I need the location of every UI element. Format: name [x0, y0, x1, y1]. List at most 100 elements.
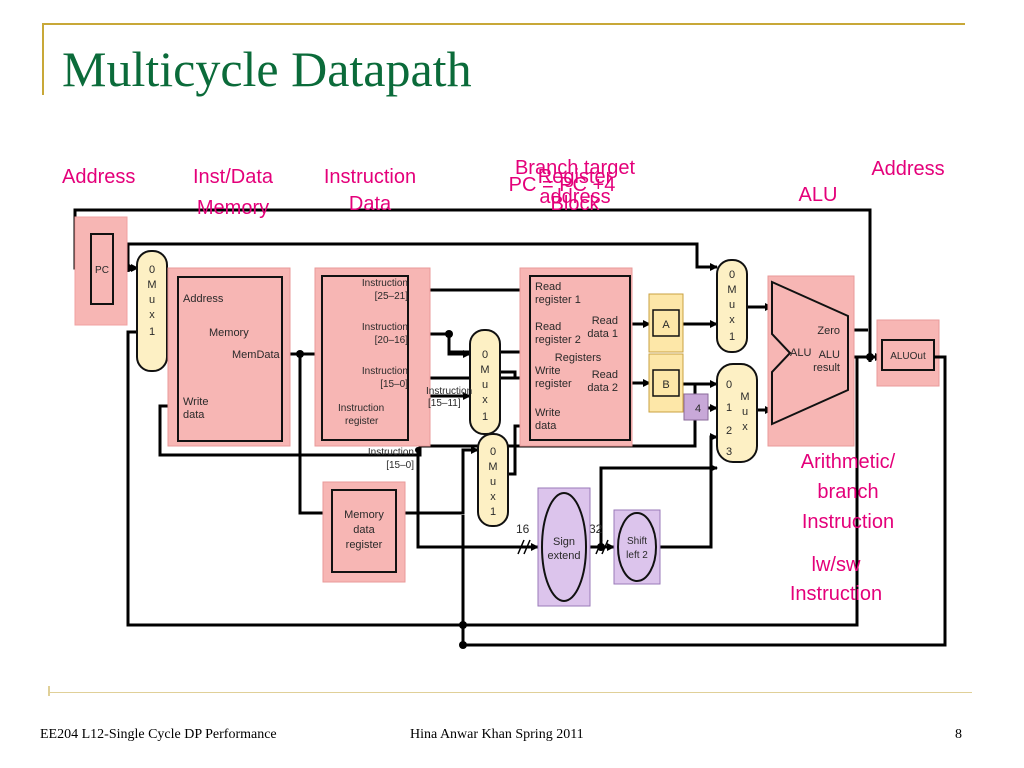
svg-text:branch: branch — [817, 481, 878, 503]
annotation-branch-target: Branch target — [515, 157, 636, 179]
aluout-register: ALUOut — [876, 319, 940, 387]
svg-text:Read: Read — [592, 369, 618, 381]
svg-text:[20–16]: [20–16] — [375, 335, 409, 346]
annotation-pc-plus-4: PC = PC +4 — [509, 174, 616, 196]
pc-label: PC — [95, 265, 109, 276]
svg-text:Write: Write — [535, 407, 560, 419]
mux-memtoreg: 0 M u x 1 — [477, 433, 509, 527]
alu-zero-label: Zero — [817, 325, 840, 337]
svg-text:0: 0 — [490, 446, 496, 458]
svg-text:Instruction: Instruction — [362, 278, 408, 289]
svg-text:[15–0]: [15–0] — [380, 379, 408, 390]
svg-text:3: 3 — [726, 446, 732, 458]
memory-address-port: Address — [183, 293, 224, 305]
svg-text:x: x — [149, 309, 155, 321]
svg-text:u: u — [729, 299, 735, 311]
alu: Zero ALU ALU result — [767, 275, 855, 447]
svg-text:A: A — [662, 319, 670, 331]
svg-text:Instruction: Instruction — [802, 511, 894, 533]
annotation-inst-data-memory: Inst/Data — [193, 166, 274, 188]
mux-alusrca: 0 M u x 1 — [716, 259, 748, 353]
register-file: Read register 1 Read register 2 Read dat… — [519, 267, 633, 447]
svg-text:Block: Block — [551, 193, 601, 215]
svg-text:register: register — [346, 539, 383, 551]
svg-text:0: 0 — [729, 269, 735, 281]
svg-text:Instruction: Instruction — [790, 583, 882, 605]
svg-text:extend: extend — [547, 550, 580, 562]
svg-text:Shift: Shift — [627, 536, 647, 547]
svg-text:[15–0]: [15–0] — [386, 460, 414, 471]
svg-text:M: M — [480, 364, 489, 376]
svg-text:M: M — [727, 284, 736, 296]
svg-text:Memory: Memory — [344, 509, 384, 521]
svg-text:Instruction: Instruction — [338, 403, 384, 414]
annotation-alu: ALU — [799, 184, 838, 206]
svg-text:M: M — [147, 279, 156, 291]
footer-course: EE204 L12-Single Cycle DP Performance — [40, 727, 277, 742]
svg-text:Sign: Sign — [553, 536, 575, 548]
annotation-address-left: Address — [62, 166, 135, 188]
annotation-lw-sw: lw/sw — [812, 554, 861, 576]
svg-text:Write: Write — [535, 365, 560, 377]
svg-text:Data: Data — [349, 193, 392, 215]
svg-text:ALU: ALU — [819, 349, 840, 361]
memory-data-register: Memory data register — [322, 481, 406, 583]
annotation-register-block: Register — [538, 166, 613, 188]
footer-author: Hina Anwar Khan Spring 2011 — [410, 727, 584, 742]
svg-text:Read: Read — [592, 315, 618, 327]
pc-block: PC — [74, 216, 128, 326]
junctions — [124, 264, 874, 649]
svg-text:data: data — [353, 524, 375, 536]
shift-left-2: Shift left 2 — [613, 509, 661, 585]
svg-text:data 2: data 2 — [587, 382, 618, 394]
svg-text:u: u — [149, 294, 155, 306]
registers-name: Registers — [555, 352, 602, 364]
svg-text:register: register — [345, 416, 379, 427]
svg-text:0: 0 — [726, 379, 732, 391]
svg-text:M: M — [488, 461, 497, 473]
mux-regdst: 0 M u x 1 — [469, 329, 501, 435]
svg-text:register 2: register 2 — [535, 334, 581, 346]
annotations: Address Inst/Data Memory Instruction Dat… — [62, 157, 945, 605]
svg-text:register 1: register 1 — [535, 294, 581, 306]
svg-text:B: B — [662, 379, 669, 391]
svg-text:0: 0 — [482, 349, 488, 361]
page-number: 8 — [955, 727, 962, 742]
svg-text:x: x — [742, 421, 748, 433]
svg-text:1: 1 — [482, 411, 488, 423]
svg-text:4: 4 — [695, 403, 701, 415]
register-a: A — [648, 293, 684, 353]
svg-text:ALU: ALU — [790, 347, 811, 359]
memory-name: Memory — [209, 327, 249, 339]
svg-text:register: register — [535, 378, 572, 390]
svg-text:Instruction: Instruction — [362, 322, 408, 333]
annotation-instruction-data: Instruction — [324, 166, 416, 188]
svg-text:x: x — [729, 314, 735, 326]
slide-title: Multicycle Datapath — [62, 41, 472, 97]
svg-text:x: x — [490, 491, 496, 503]
svg-text:data: data — [183, 409, 205, 421]
svg-text:x: x — [482, 394, 488, 406]
svg-text:left 2: left 2 — [626, 550, 648, 561]
svg-text:[15–11]: [15–11] — [428, 398, 461, 409]
memory-write-data-port: Write — [183, 396, 208, 408]
svg-text:data 1: data 1 — [587, 328, 618, 340]
bitwidth-16: 16 — [516, 522, 530, 536]
memory-block: Address Memory MemData Write data — [167, 267, 291, 447]
svg-text:address: address — [539, 186, 610, 208]
svg-text:ALUOut: ALUOut — [890, 351, 926, 362]
mux-addr: 0 M u x 1 — [136, 250, 168, 372]
svg-text:0: 0 — [149, 264, 155, 276]
instruction-register: Instruction [25–21] Instruction [20–16] … — [314, 267, 431, 447]
mux-alusrcb: 0 1 2 3 M u x — [716, 363, 758, 463]
svg-text:Memory: Memory — [197, 197, 269, 219]
svg-text:1: 1 — [729, 331, 735, 343]
svg-text:1: 1 — [490, 506, 496, 518]
footer-divider — [50, 692, 972, 693]
svg-text:data: data — [535, 420, 557, 432]
svg-text:u: u — [490, 476, 496, 488]
svg-text:2: 2 — [726, 425, 732, 437]
footer-accent — [48, 686, 50, 696]
svg-text:result: result — [813, 362, 840, 374]
